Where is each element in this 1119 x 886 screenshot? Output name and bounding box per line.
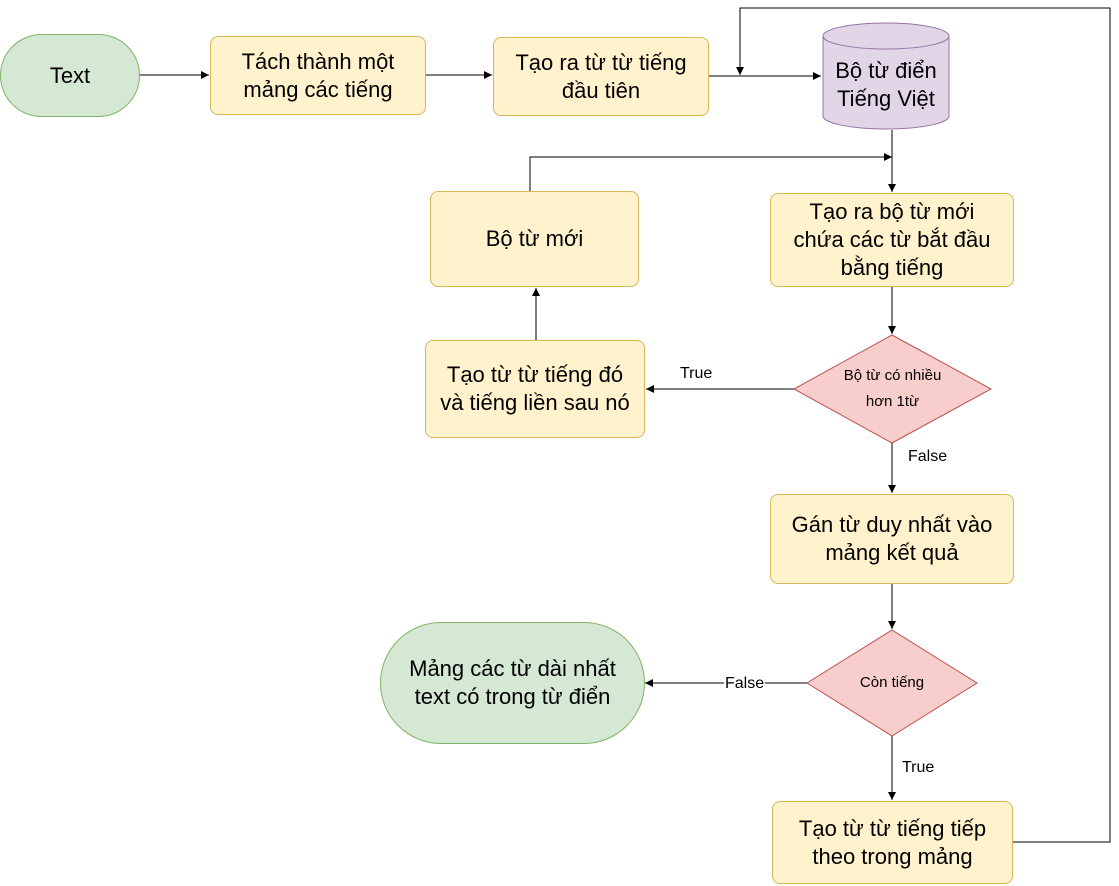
- edge-label-many-false: False: [907, 448, 949, 466]
- decision-more-syllables-label: Còn tiếng: [859, 674, 925, 691]
- dictionary-label: Bộ từ điển Tiếng Việt: [835, 58, 937, 111]
- new-dict-label: Bộ từ mới: [485, 226, 584, 251]
- first-word-process: Tạo ra từ từ tiếng đầu tiên: [493, 37, 709, 116]
- decision-many-words-label: Bộ từ có nhiều hơn 1từ: [843, 367, 942, 410]
- next-word-label: Tạo từ từ tiếng tiếp theo trong mảng: [798, 815, 987, 869]
- edge-label-many-true: True: [679, 365, 714, 383]
- next-word-process: Tạo từ từ tiếng tiếp theo trong mảng: [772, 801, 1013, 884]
- edge-next-loop: [736, 7, 1111, 843]
- edge-new-dict-loop: [529, 153, 892, 191]
- edge-label-more-true: True: [901, 759, 936, 777]
- make-word-label: Tạo từ từ tiếng đó và tiếng liền sau nó: [440, 362, 630, 415]
- assign-label: Gán từ duy nhất vào mảng kết quả: [791, 512, 993, 565]
- new-set-label: Tạo ra bộ từ mới chứa các từ bắt đầu bằn…: [793, 199, 991, 280]
- new-dict-process: Bộ từ mới: [430, 191, 639, 287]
- first-word-label: Tạo ra từ từ tiếng đầu tiên: [515, 49, 687, 103]
- dictionary-cylinder: [822, 22, 950, 130]
- make-word-process: Tạo từ từ tiếng đó và tiếng liền sau nó: [425, 340, 645, 438]
- dictionary-database: Bộ từ điển Tiếng Việt: [823, 48, 949, 122]
- result-terminal: Mảng các từ dài nhất text có trong từ đi…: [380, 622, 645, 744]
- split-label: Tách thành một mảng các tiếng: [241, 48, 395, 102]
- start-label: Text: [49, 62, 91, 88]
- new-set-process: Tạo ra bộ từ mới chứa các từ bắt đầu bằn…: [770, 193, 1014, 287]
- split-process: Tách thành một mảng các tiếng: [210, 36, 426, 115]
- decision-many-words: Bộ từ có nhiều hơn 1từ: [820, 360, 965, 418]
- decision-more-syllables: Còn tiếng: [827, 668, 957, 698]
- edge-label-more-false: False: [724, 675, 766, 693]
- result-label: Mảng các từ dài nhất text có trong từ đi…: [409, 656, 616, 709]
- assign-process: Gán từ duy nhất vào mảng kết quả: [770, 494, 1014, 584]
- start-terminal: Text: [0, 34, 140, 117]
